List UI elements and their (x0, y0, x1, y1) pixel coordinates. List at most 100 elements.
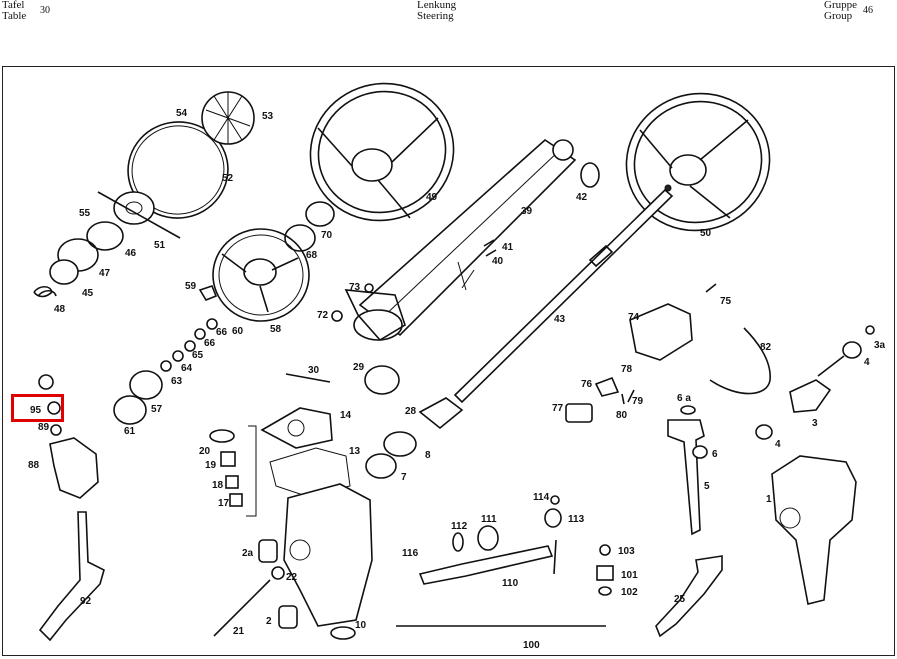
label-19: 19 (205, 460, 217, 471)
ring-61 (113, 395, 147, 425)
header-left: Tafel Table 30 (2, 0, 50, 22)
label-114: 114 (533, 492, 550, 503)
label-25: 25 (674, 594, 686, 605)
joint-28 (418, 397, 464, 430)
label-39: 39 (521, 206, 533, 217)
bolt-72 (331, 310, 343, 322)
group-label-de: Gruppe (824, 0, 857, 11)
group-number: 46 (863, 5, 873, 16)
label-70: 70 (321, 230, 333, 241)
bearing-4-top (842, 341, 862, 359)
label-63: 63 (171, 376, 183, 387)
steering-gearbox-1 (771, 455, 857, 605)
label-51: 51 (154, 240, 166, 251)
cap-70 (305, 201, 335, 227)
label-29: 29 (353, 362, 365, 373)
ring-112 (452, 532, 464, 552)
bush-2a (258, 539, 278, 563)
cover-14 (260, 407, 333, 449)
nut-103 (599, 544, 611, 556)
ring-68 (284, 224, 316, 252)
seal-8 (383, 431, 417, 457)
label-73: 73 (349, 282, 361, 293)
label-41: 41 (502, 242, 514, 253)
label-116: 116 (402, 548, 419, 559)
highlight-box-part-95 (11, 394, 64, 422)
group-bracket (246, 425, 257, 517)
label-30: 30 (308, 365, 320, 376)
label-57: 57 (151, 404, 163, 415)
screws-40-41 (483, 239, 497, 257)
bearing-45 (49, 259, 79, 285)
label-79: 79 (632, 396, 644, 407)
bush-17 (229, 493, 243, 507)
label-54: 54 (176, 108, 188, 119)
pins-78-80 (621, 283, 717, 405)
label-8: 8 (425, 450, 431, 461)
label-14: 14 (340, 410, 352, 421)
label-5: 5 (704, 481, 710, 492)
boot-111 (477, 525, 499, 551)
label-82: 82 (760, 342, 772, 353)
column-bracket (457, 261, 475, 291)
hub-57 (129, 370, 163, 400)
clamp-82 (709, 327, 771, 395)
spring-48 (33, 285, 57, 298)
label-68: 68 (306, 250, 318, 261)
table-number: 30 (40, 5, 50, 16)
label-2a: 2a (242, 548, 254, 559)
pitman-arm-5 (667, 419, 705, 536)
section-title-en: Steering (417, 10, 454, 22)
gearbox-housing (283, 483, 373, 627)
label-43: 43 (554, 314, 566, 325)
label-48: 48 (54, 304, 66, 315)
label-66-a: 66 (216, 327, 228, 338)
bushing-7 (365, 453, 397, 479)
label-21: 21 (233, 626, 245, 637)
contact-plate-51 (113, 191, 155, 225)
rod-30 (285, 373, 331, 383)
steering-shaft-43 (453, 184, 674, 404)
steering-wheel-49 (309, 82, 455, 222)
label-64: 64 (181, 363, 193, 374)
block-77 (565, 403, 593, 423)
label-47: 47 (99, 268, 111, 279)
label-52: 52 (222, 173, 234, 184)
label-66-b: 66 (204, 338, 216, 349)
worm-shaft (817, 355, 845, 377)
table-label-de: Tafel (2, 0, 25, 11)
label-110: 110 (502, 578, 519, 589)
section-title-de: Lenkung (417, 0, 457, 11)
gasket-13 (269, 447, 351, 497)
label-60: 60 (232, 326, 244, 337)
label-111: 111 (481, 514, 497, 525)
label-4-bottom: 4 (775, 439, 781, 450)
label-58: 58 (270, 324, 282, 335)
label-77: 77 (552, 403, 564, 414)
label-18: 18 (212, 480, 224, 491)
label-55: 55 (79, 208, 91, 219)
shaft-21 (213, 579, 271, 637)
label-40: 40 (492, 256, 504, 267)
ring-46 (86, 221, 124, 251)
knuckle-88 (49, 437, 99, 499)
horn-ring-52 (127, 121, 229, 219)
label-10: 10 (355, 620, 367, 631)
label-45: 45 (82, 288, 94, 299)
label-6: 6 (712, 449, 718, 460)
label-20: 20 (199, 446, 211, 457)
label-53: 53 (262, 111, 274, 122)
label-61: 61 (124, 426, 136, 437)
table-label-en: Table (2, 10, 27, 22)
bush-2 (278, 605, 298, 629)
group-label-en: Group (824, 10, 853, 22)
bearing-housing-3 (789, 379, 832, 413)
washer-102 (598, 586, 612, 596)
steering-arm-92 (38, 511, 105, 642)
ring-3a (865, 325, 875, 335)
nut-73 (364, 283, 374, 293)
label-3a: 3a (874, 340, 886, 351)
cap-113 (544, 508, 562, 528)
washer-6a (680, 405, 696, 415)
